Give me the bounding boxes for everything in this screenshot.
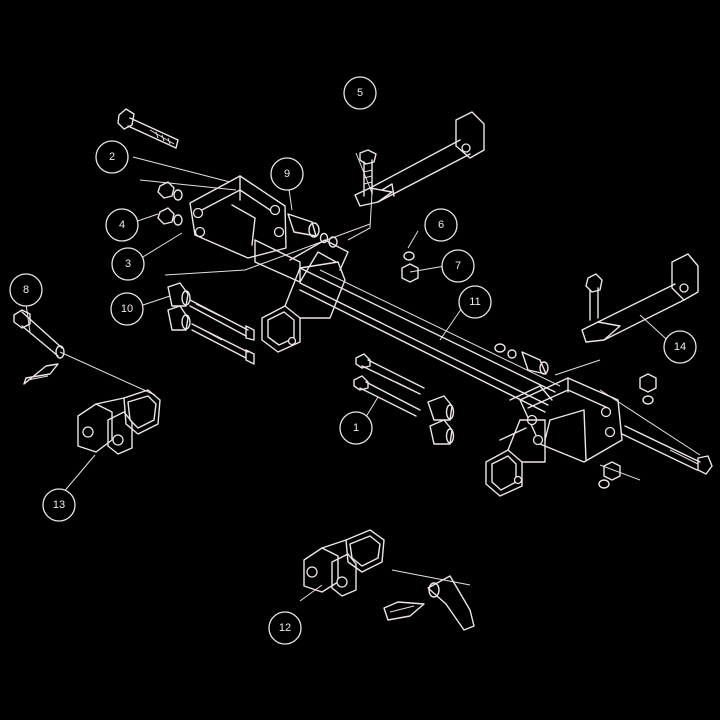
callout-1: 1 bbox=[339, 411, 373, 445]
right-nuts-bolt bbox=[598, 373, 713, 489]
callout-12: 12 bbox=[268, 611, 302, 645]
hitch-pin-8 bbox=[13, 309, 65, 385]
callout-6: 6 bbox=[424, 208, 458, 242]
strap-14 bbox=[581, 253, 699, 343]
callout-label-11: 11 bbox=[469, 296, 480, 308]
callout-label-7: 7 bbox=[455, 260, 461, 272]
callout-13: 13 bbox=[42, 488, 76, 522]
clevis-12 bbox=[303, 529, 475, 631]
callout-label-4: 4 bbox=[119, 219, 125, 231]
spacer-right bbox=[494, 343, 549, 375]
callout-14: 14 bbox=[663, 330, 697, 364]
callout-label-13: 13 bbox=[53, 499, 65, 511]
nut-washer-6-7 bbox=[401, 251, 419, 283]
callout-9: 9 bbox=[270, 157, 304, 191]
spacer-sleeve bbox=[287, 213, 338, 248]
callout-label-10: 10 bbox=[121, 303, 133, 315]
callout-label-14: 14 bbox=[674, 341, 686, 353]
callout-label-9: 9 bbox=[284, 168, 290, 180]
callout-label-1: 1 bbox=[353, 422, 359, 434]
callout-10: 10 bbox=[110, 292, 144, 326]
callout-11: 11 bbox=[458, 285, 492, 319]
long-bolt-2 bbox=[117, 108, 179, 149]
callout-8: 8 bbox=[9, 273, 43, 307]
left-bracket bbox=[189, 175, 301, 283]
clevis-13 bbox=[77, 389, 161, 455]
bolts-10 bbox=[167, 282, 255, 365]
callout-2: 2 bbox=[95, 140, 129, 174]
callout-7: 7 bbox=[441, 249, 475, 283]
callout-label-5: 5 bbox=[357, 87, 363, 99]
right-receiver bbox=[485, 419, 546, 497]
bolts-1 bbox=[353, 353, 455, 445]
callout-5: 5 bbox=[343, 76, 377, 110]
callouts: 1 2 3 4 5 6 7 8 bbox=[9, 76, 697, 645]
callout-label-6: 6 bbox=[438, 219, 444, 231]
top-strap-upper bbox=[354, 111, 485, 207]
nuts-washers-left bbox=[157, 181, 183, 226]
callout-3: 3 bbox=[111, 247, 145, 281]
callout-label-8: 8 bbox=[23, 284, 29, 296]
callout-4: 4 bbox=[105, 208, 139, 242]
callout-label-3: 3 bbox=[125, 258, 131, 270]
cross-tube bbox=[299, 267, 561, 413]
callout-label-2: 2 bbox=[109, 151, 115, 163]
left-receiver bbox=[261, 239, 349, 353]
callout-label-12: 12 bbox=[279, 622, 291, 634]
